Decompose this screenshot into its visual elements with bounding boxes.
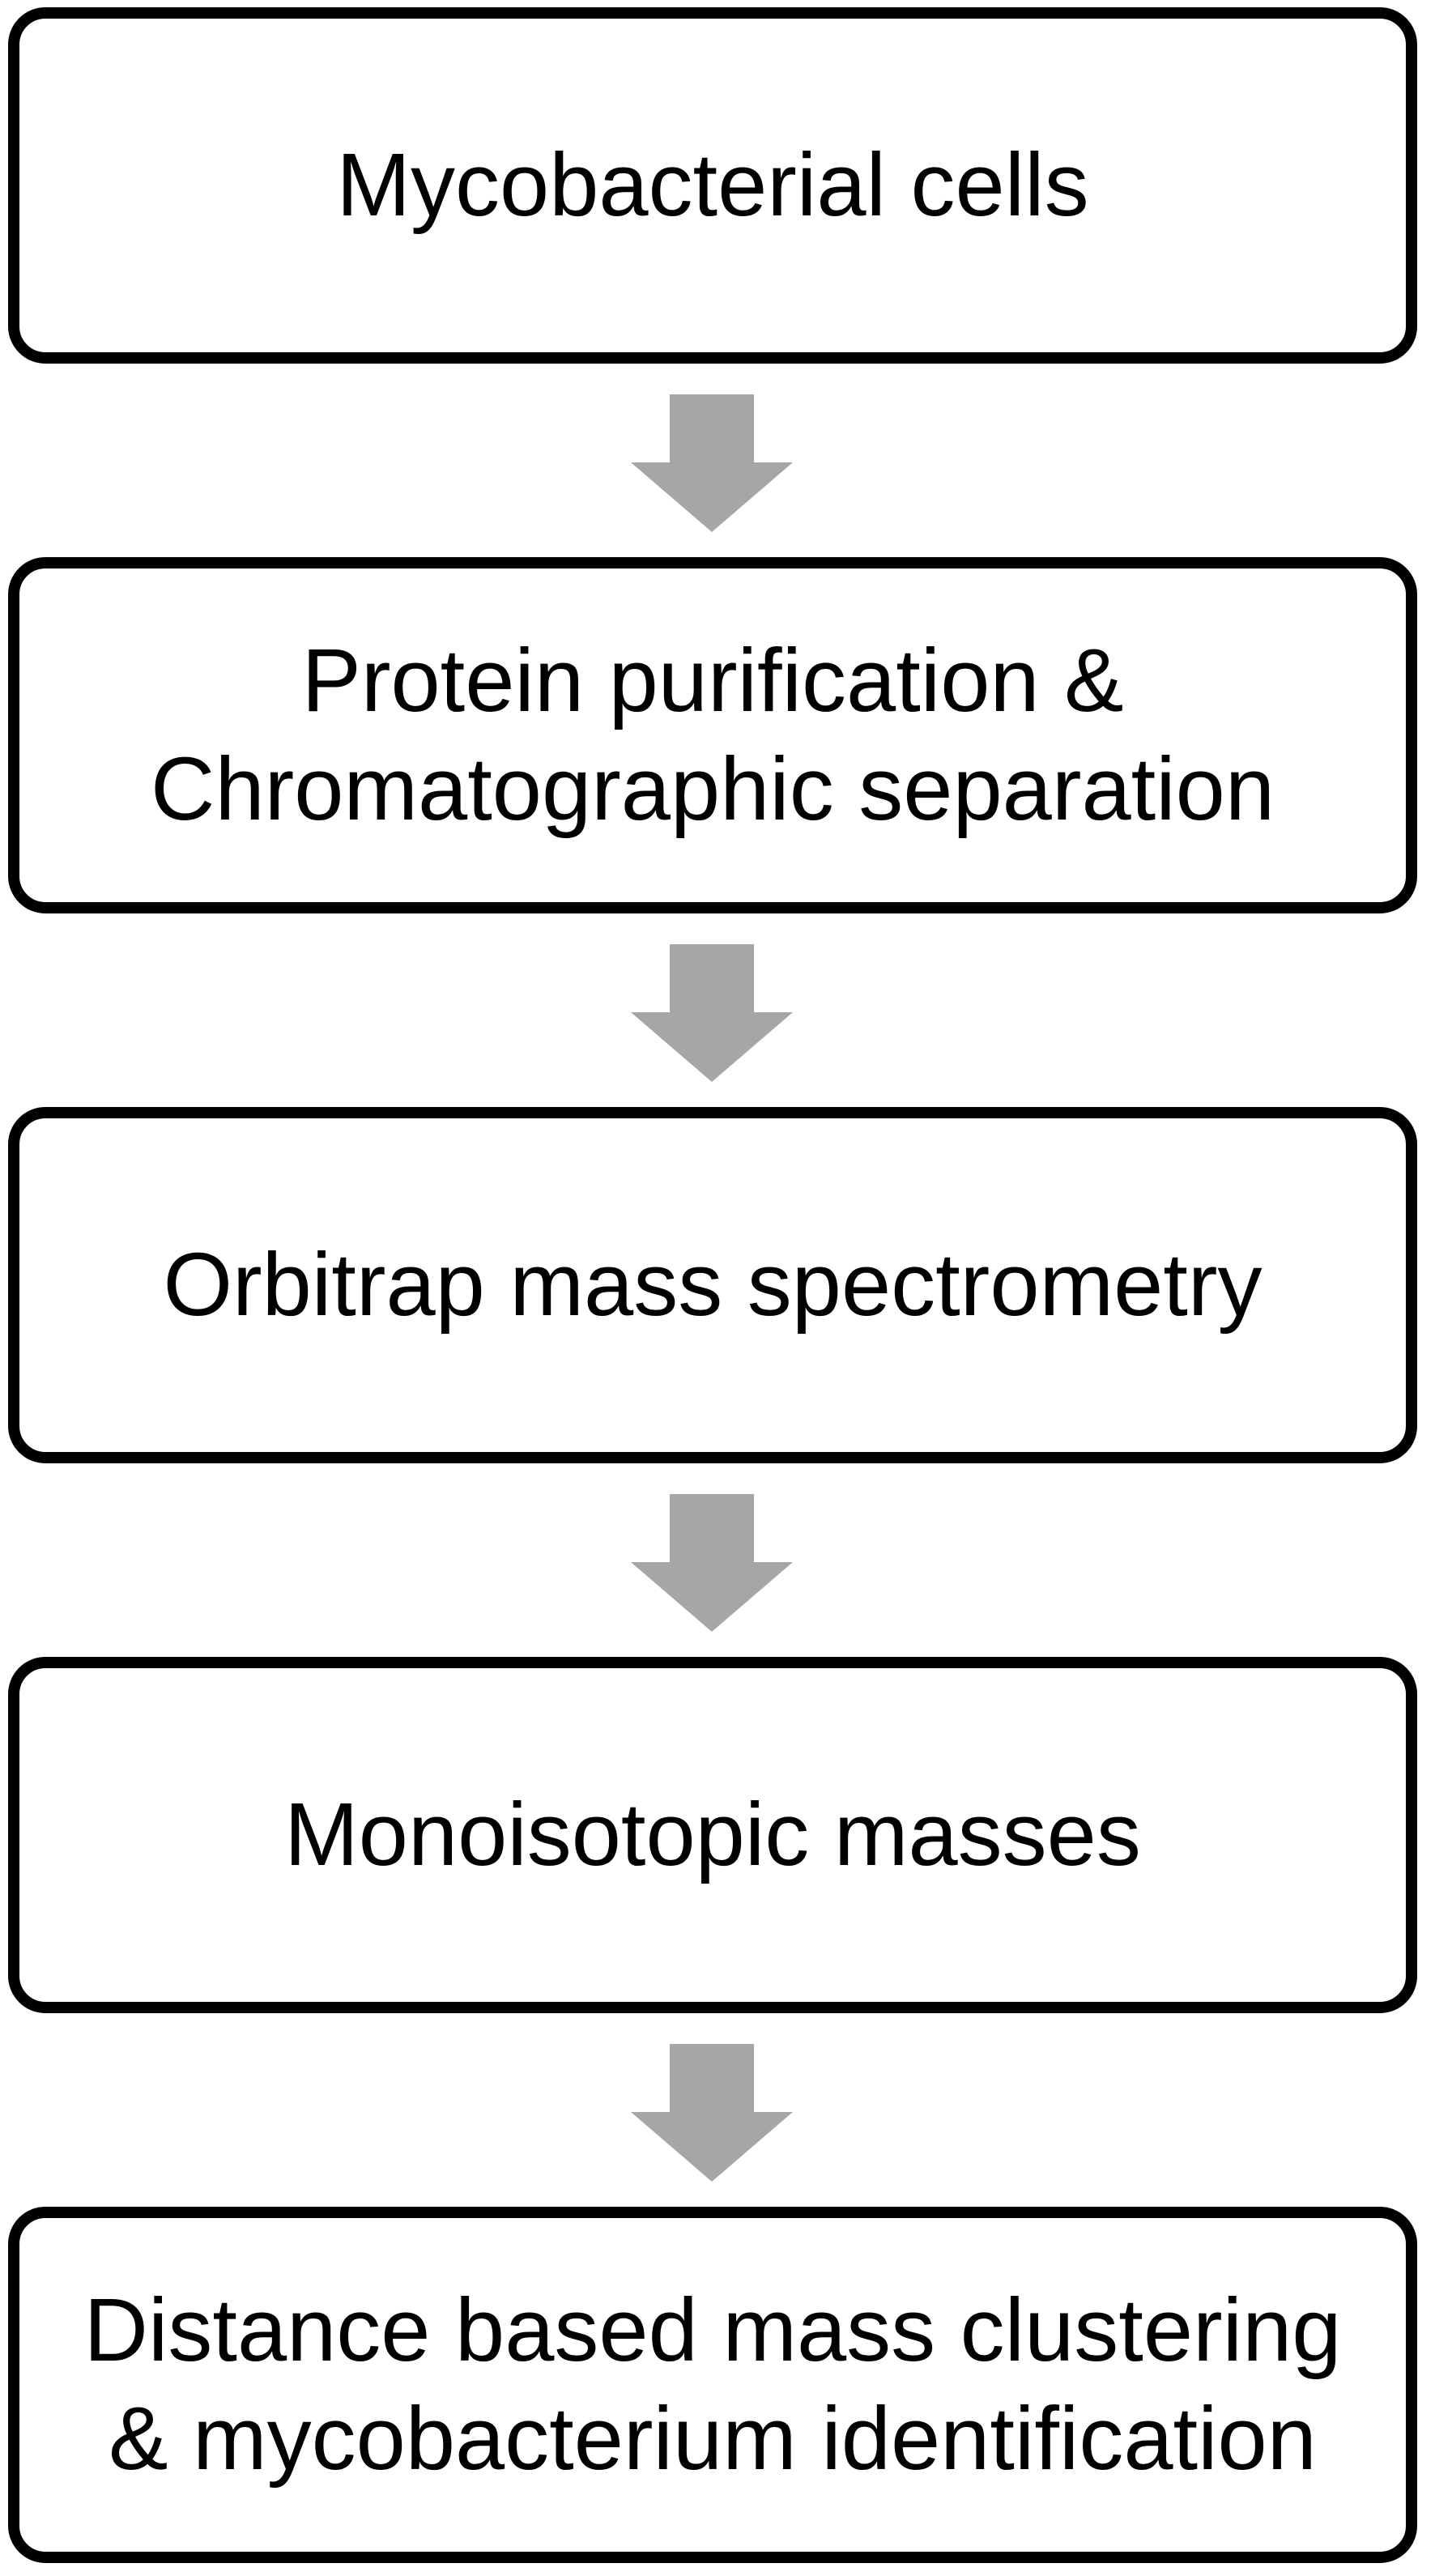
- step-label: Monoisotopic masses: [284, 1784, 1141, 1884]
- step-label: Orbitrap mass spectrometry: [163, 1234, 1263, 1335]
- step-box-protein-purification: Protein purification & Chromatographic s…: [8, 557, 1417, 913]
- step-label: Protein purification & Chromatographic s…: [151, 630, 1275, 839]
- down-arrow-icon: [631, 2044, 793, 2182]
- down-arrow-icon: [631, 1494, 793, 1632]
- step-box-mycobacterial-cells: Mycobacterial cells: [8, 7, 1417, 364]
- step-box-orbitrap-mass-spectrometry: Orbitrap mass spectrometry: [8, 1107, 1417, 1463]
- step-label: Mycobacterial cells: [336, 134, 1089, 235]
- step-label: Distance based mass clustering & mycobac…: [83, 2280, 1342, 2489]
- step-box-mass-clustering-identification: Distance based mass clustering & mycobac…: [8, 2207, 1417, 2563]
- down-arrow-icon: [631, 394, 793, 532]
- down-arrow-icon: [631, 944, 793, 1082]
- step-box-monoisotopic-masses: Monoisotopic masses: [8, 1657, 1417, 2013]
